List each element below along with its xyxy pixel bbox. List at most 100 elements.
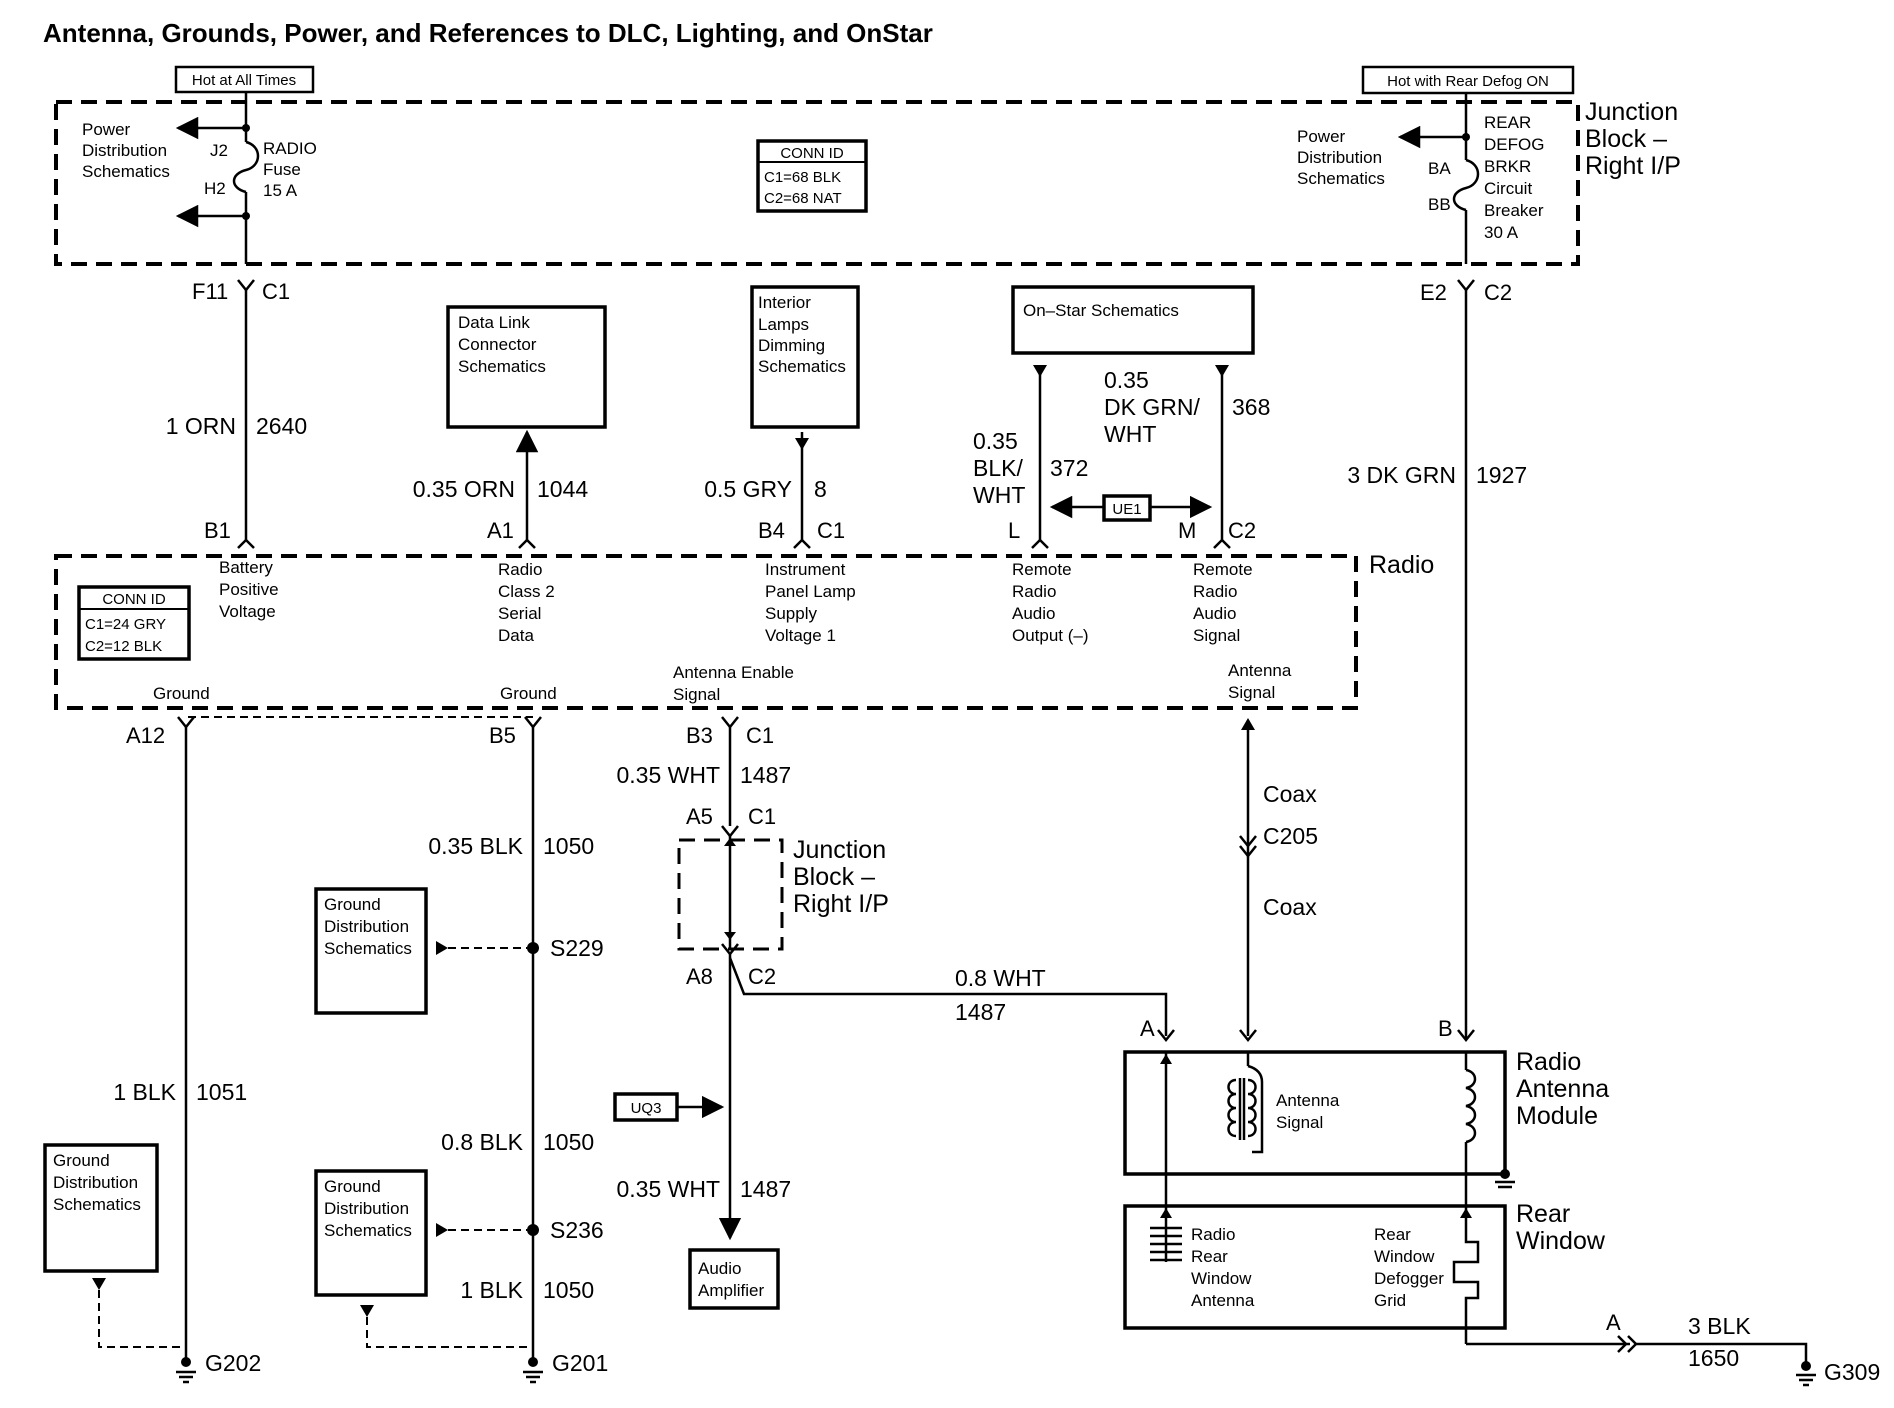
rear-window-text: Rear [1374, 1225, 1411, 1244]
pin-label: A8 [686, 964, 713, 989]
coax-connector-label: C205 [1263, 823, 1318, 849]
box-text: Schematics [53, 1195, 141, 1214]
pin-label: A12 [126, 723, 165, 748]
wire-1044: 0.35 ORN 1044 [413, 429, 588, 540]
wire-gauge: BLK/ [973, 455, 1023, 481]
wire-circuit: 1487 [955, 999, 1006, 1025]
wire-circuit: 1650 [1688, 1345, 1739, 1371]
rear-defog-breaker: Power Distribution Schematics BA BB REAR… [1297, 93, 1544, 264]
conn-id-title: CONN ID [102, 591, 166, 608]
pin-label: A1 [487, 518, 514, 543]
wire-circuit: 1050 [543, 833, 594, 859]
onstar-schematics-box: On–Star Schematics [1011, 285, 1255, 355]
pin-label: A5 [686, 804, 713, 829]
power-dist-text: Distribution [82, 141, 167, 160]
coax-cable: Coax C205 Coax [1239, 718, 1318, 1043]
breaker-label: DEFOG [1484, 135, 1544, 154]
radio-func-text: Ground [153, 684, 210, 703]
conn-id-line: C2=68 NAT [764, 190, 842, 207]
rear-window-text: Antenna [1191, 1291, 1255, 1310]
rear-window-text: Rear [1191, 1247, 1228, 1266]
fuse-pin: H2 [204, 179, 226, 198]
box-text: Schematics [324, 1221, 412, 1240]
radio-func-text: Remote [1193, 560, 1253, 579]
module-name: Radio [1516, 1048, 1581, 1076]
ground-label: G201 [552, 1350, 608, 1376]
wire-1051: 1 BLK 1051 [113, 727, 247, 1362]
wire-1487-lower: 0.35 WHT 1487 [616, 954, 791, 1241]
audio-amplifier-box: Audio Amplifier [688, 1248, 780, 1310]
wire-circuit: 8 [814, 476, 827, 502]
wire-1487-upper: 0.35 WHT 1487 [616, 727, 791, 826]
wire-gauge: 1 BLK [460, 1277, 523, 1303]
pin-label: C1 [746, 723, 774, 748]
wire-gauge: 0.35 [973, 428, 1018, 454]
wire-circuit: 1487 [740, 762, 791, 788]
wire-gauge: 1 BLK [113, 1079, 176, 1105]
wire-gauge: 0.8 BLK [441, 1129, 523, 1155]
rear-window: Rear Window Radio Rear Window Antenna Re… [1123, 1200, 1606, 1344]
wire-circuit: 1927 [1476, 462, 1527, 488]
splice-label: S229 [550, 935, 604, 961]
pin-label: F11 [192, 279, 228, 304]
conn-id-box-top: CONN ID C1=68 BLK C2=68 NAT [756, 139, 868, 213]
junction-block-name-2: Block – [1585, 125, 1667, 153]
wire-gauge: WHT [1104, 421, 1156, 447]
junction-block-name-1: Junction [1585, 98, 1678, 126]
box-text: Amplifier [698, 1281, 764, 1300]
rear-window-text: Grid [1374, 1291, 1406, 1310]
ground-g202: G202 [176, 1350, 261, 1384]
splice-s236: S236 [527, 1217, 604, 1243]
breaker-pin: BB [1428, 195, 1451, 214]
box-text: Interior [758, 293, 811, 312]
power-dist-text: Distribution [1297, 148, 1382, 167]
box-text: Distribution [324, 1199, 409, 1218]
dlc-schematics-box: Data Link Connector Schematics [446, 305, 607, 429]
box-text: Ground [324, 895, 381, 914]
radio-func-text: Ground [500, 684, 557, 703]
radio-func-text: Remote [1012, 560, 1072, 579]
pin-label: M [1178, 518, 1196, 543]
splice-label: S236 [550, 1217, 604, 1243]
breaker-label: REAR [1484, 113, 1531, 132]
ue1-option-tag: UE1 [1049, 494, 1213, 522]
radio-func-text: Radio [1193, 582, 1237, 601]
radio-func-text: Panel Lamp [765, 582, 856, 601]
power-dist-text: Schematics [1297, 169, 1385, 188]
coax-label: Coax [1263, 894, 1317, 920]
junction-block-name: Right I/P [793, 890, 889, 918]
breaker-label: Breaker [1484, 201, 1544, 220]
wire-circuit: 1487 [740, 1176, 791, 1202]
wire-gauge: 0.35 WHT [616, 1176, 720, 1202]
wire-1050: 0.35 BLK 1050 0.8 BLK 1050 1 BLK 1050 [428, 727, 594, 1362]
wire-gauge: 0.35 ORN [413, 476, 515, 502]
rear-window-text: Defogger [1374, 1269, 1444, 1288]
power-dist-text: Power [1297, 127, 1346, 146]
pin-label: B [1438, 1016, 1453, 1041]
pin-label: A [1140, 1016, 1155, 1041]
wire-circuit: 1044 [537, 476, 588, 502]
wire-gauge: 3 DK GRN [1347, 462, 1456, 488]
conn-id-line: C1=24 GRY [85, 616, 166, 633]
wire-gauge: 0.35 [1104, 367, 1149, 393]
ground-label: G309 [1824, 1359, 1880, 1385]
junction-block-mid: A5 C1 A8 C2 Junction Block – Right I/P [677, 804, 889, 989]
breaker-label: 30 A [1484, 223, 1519, 242]
radio-func-text: Positive [219, 580, 279, 599]
wire-circuit: 372 [1050, 455, 1088, 481]
pin-label: C2 [1484, 280, 1512, 305]
tag-text: Hot at All Times [192, 72, 296, 89]
hot-at-all-times-tag: Hot at All Times [174, 65, 315, 94]
pin-label: C1 [748, 804, 776, 829]
box-text: Ground [53, 1151, 110, 1170]
coax-label: Coax [1263, 781, 1317, 807]
radio-func-text: Signal [1193, 626, 1240, 645]
dimming-schematics-box: Interior Lamps Dimming Schematics [750, 285, 860, 429]
rear-window-name: Window [1516, 1227, 1606, 1255]
conn-id-box-radio: CONN ID C1=24 GRY C2=12 BLK [77, 585, 191, 661]
radio-func-text: Data [498, 626, 534, 645]
pin-label: E2 [1420, 280, 1447, 305]
radio-func-text: Audio [1193, 604, 1236, 623]
diagram-title: Antenna, Grounds, Power, and References … [43, 18, 933, 48]
